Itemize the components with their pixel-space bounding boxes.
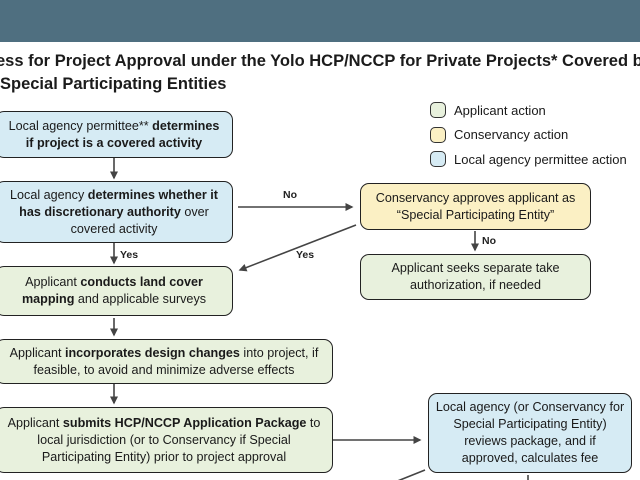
text-part: to local jurisdiction (or to Conservancy…: [37, 415, 321, 464]
text-bold: incorporates design changes: [64, 345, 240, 360]
title-line-2: Special Participating Entities: [0, 75, 227, 93]
conservancy-swatch: [430, 126, 446, 143]
legend-label: Conservancy action: [454, 127, 569, 143]
legend-item-conservancy: Conservancy action: [430, 123, 627, 148]
arrow-b8-next: [397, 469, 426, 480]
step-text: Applicant incorporates design changes in…: [2, 345, 326, 379]
text-bold: submits HCP/NCCP Application Package: [62, 415, 307, 430]
text-part: Local agency: [10, 187, 88, 202]
step-special-participating-entity: Conservancy approves applicant as “Speci…: [360, 183, 591, 230]
local-agency-swatch: [430, 151, 446, 168]
arrow-b3-b5: [238, 224, 357, 272]
legend-item-applicant: Applicant action: [430, 98, 627, 123]
edge-label-yes: Yes: [296, 249, 315, 261]
text-bold: determines whether it has discretionary …: [19, 187, 218, 219]
step-text: Applicant submits HCP/NCCP Application P…: [2, 415, 326, 466]
legend-label: Local agency permittee action: [454, 151, 627, 167]
step-text: Applicant conducts land cover mapping an…: [2, 274, 226, 308]
step-text: Applicant seeks separate take authorizat…: [391, 261, 560, 292]
step-determine-covered-activity: Local agency permittee** determines if p…: [0, 111, 233, 158]
text-part: Applicant: [7, 415, 63, 430]
text-part: into project, if feasible, to avoid and …: [33, 345, 319, 377]
text-part: over covered activity: [70, 204, 209, 236]
step-text: Local agency (or Conservancy for Special…: [435, 400, 625, 465]
text-part: and applicable surveys: [74, 292, 207, 306]
text-bold: conducts land cover mapping: [21, 275, 203, 306]
edge-label-yes: Yes: [120, 249, 139, 261]
text-bold: determines: [152, 118, 220, 133]
legend-label: Applicant action: [454, 102, 546, 118]
step-separate-take-authorization: Applicant seeks separate take authorizat…: [360, 254, 591, 300]
text-part: Applicant: [9, 345, 65, 360]
legend-item-local-agency: Local agency permittee action: [430, 147, 627, 172]
title-line-1: ess for Project Approval under the Yolo …: [0, 52, 640, 70]
edge-label-no: No: [482, 235, 496, 247]
step-discretionary-authority: Local agency determines whether it has d…: [0, 181, 233, 243]
step-submit-application-package: Applicant submits HCP/NCCP Application P…: [0, 407, 333, 473]
edge-label-no: No: [283, 189, 297, 201]
legend: Applicant action Conservancy action Loca…: [430, 98, 627, 172]
step-text: Local agency determines whether it has d…: [2, 187, 226, 238]
step-text: Conservancy approves applicant as “Speci…: [375, 190, 576, 222]
step-review-package: Local agency (or Conservancy for Special…: [428, 393, 632, 473]
text-part: Applicant: [25, 275, 81, 289]
text-bold: if project is a covered activity: [25, 135, 203, 150]
applicant-swatch: [430, 102, 446, 119]
step-text: Local agency permittee** determines if p…: [9, 118, 220, 152]
step-land-cover-mapping: Applicant conducts land cover mapping an…: [0, 266, 233, 316]
text-part: Local agency permittee**: [8, 118, 153, 133]
header-banner: [0, 0, 640, 42]
page-title: ess for Project Approval under the Yolo …: [0, 50, 640, 96]
step-design-changes: Applicant incorporates design changes in…: [0, 339, 333, 384]
